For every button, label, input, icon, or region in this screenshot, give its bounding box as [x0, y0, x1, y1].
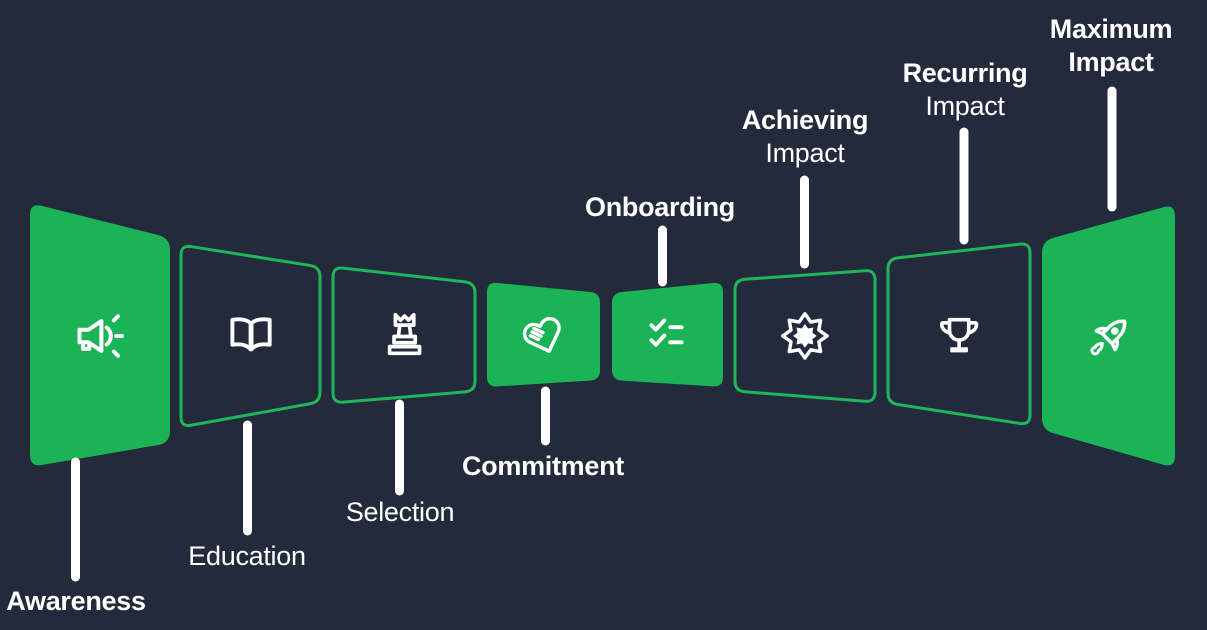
achieving-impact-panel	[733, 269, 877, 403]
recurring-impact-label-line2: Impact	[925, 91, 1005, 121]
recurring-impact-label-line1: Recurring	[902, 58, 1028, 88]
commitment-label: Commitment	[383, 450, 703, 483]
achieving-impact-label: Achieving Impact	[645, 104, 965, 170]
maximum-impact-label: Maximum Impact	[951, 13, 1207, 79]
megaphone-icon	[77, 314, 124, 358]
commitment-panel	[487, 282, 600, 387]
onboarding-panel	[612, 282, 723, 387]
onboarding-label: Onboarding	[500, 191, 820, 224]
awareness-label: Awareness	[0, 585, 236, 618]
recurring-impact-label: Recurring Impact	[805, 57, 1125, 123]
recurring-impact-panel	[886, 242, 1032, 426]
achieving-impact-label-line2: Impact	[765, 138, 845, 168]
onboarding-label-text: Onboarding	[585, 192, 735, 222]
badge-icon	[781, 312, 829, 360]
chess-piece-icon	[387, 312, 422, 356]
education-label: Education	[87, 540, 407, 573]
selection-panel	[331, 266, 477, 404]
maximum-impact-label-line2: Impact	[1068, 47, 1154, 77]
open-book-icon	[230, 317, 272, 352]
rocket-icon	[1090, 319, 1127, 356]
selection-label: Selection	[240, 496, 560, 529]
education-panel	[179, 244, 322, 427]
trophy-icon	[939, 317, 979, 353]
awareness-label-text: Awareness	[6, 586, 146, 616]
checklist-icon	[649, 318, 684, 347]
maximum-impact-panel	[1042, 206, 1175, 466]
maximum-impact-label-line1: Maximum	[1049, 14, 1173, 44]
achieving-impact-label-line1: Achieving	[741, 105, 869, 135]
handshake-icon	[522, 316, 561, 353]
selection-label-text: Selection	[345, 497, 455, 527]
commitment-label-text: Commitment	[461, 451, 624, 481]
education-label-text: Education	[188, 541, 306, 571]
